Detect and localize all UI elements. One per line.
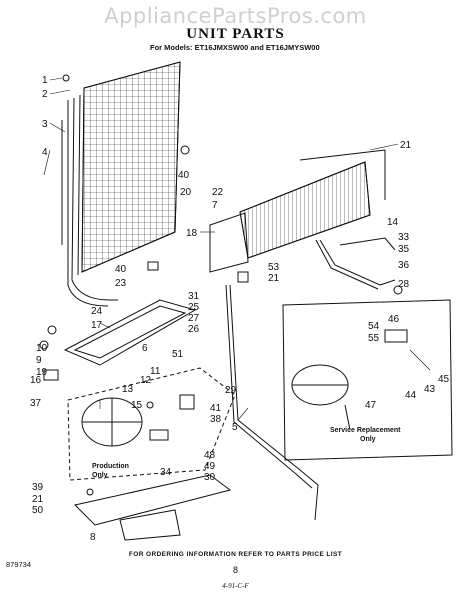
- service-replacement-label: Service Replacement: [330, 427, 401, 434]
- ordering-note: FOR ORDERING INFORMATION REFER TO PARTS …: [128, 551, 343, 558]
- callout: 26: [188, 324, 200, 335]
- small-parts: [39, 74, 403, 496]
- callout: 27: [188, 313, 200, 324]
- callout: 18: [186, 228, 198, 239]
- callout: 9: [36, 355, 42, 366]
- drain-pan: [63, 299, 197, 366]
- base-plate: [74, 474, 232, 541]
- callout: 33: [398, 232, 410, 243]
- callout: 36: [398, 260, 410, 271]
- callout: 13: [122, 384, 134, 395]
- page-number: 8: [232, 565, 238, 575]
- callout: 3: [42, 119, 48, 130]
- discharge-tube: [225, 284, 319, 521]
- callout: 29: [225, 385, 237, 396]
- callout: 21: [268, 273, 280, 284]
- callout: 22: [212, 187, 224, 198]
- evaporator-coil: [209, 149, 386, 273]
- models-subtitle: For Models: ET16JMXSW00 and ET16JMYSW00: [150, 43, 320, 52]
- document-number: 879734: [6, 560, 32, 569]
- callout: 21: [32, 494, 44, 505]
- print-code: 4-91-C-F: [222, 582, 249, 590]
- production-compressor-box: [67, 367, 236, 481]
- callout: 37: [30, 398, 42, 409]
- callout: 55: [368, 333, 380, 344]
- condenser-coil: [61, 61, 181, 307]
- callout: 39: [32, 482, 44, 493]
- callout: 47: [365, 400, 377, 411]
- service-replacement-label: Only: [360, 436, 376, 443]
- callout: 51: [172, 349, 184, 360]
- callout: 11: [150, 366, 161, 377]
- callout: 38: [210, 414, 222, 425]
- callout: 48: [204, 450, 216, 461]
- drain-tube: [315, 237, 396, 290]
- callout: 41: [210, 403, 222, 414]
- callout: 43: [424, 384, 436, 395]
- callout: 34: [160, 467, 172, 478]
- callout: 44: [405, 390, 417, 401]
- callout: 21: [400, 140, 412, 151]
- callout: 16: [30, 375, 42, 386]
- callout: 8: [90, 532, 96, 543]
- callout: 40: [115, 264, 127, 275]
- callout: 24: [91, 306, 103, 317]
- callout: 28: [398, 279, 410, 290]
- service-replacement-box: [282, 299, 453, 461]
- callout: 6: [142, 343, 148, 354]
- callout: 46: [388, 314, 400, 325]
- callout: 35: [398, 244, 410, 255]
- production-only-label: Only: [92, 472, 108, 479]
- callout: 10: [36, 343, 48, 354]
- callout: 12: [140, 375, 152, 386]
- callout: 53: [268, 262, 280, 273]
- callout: 40: [178, 170, 190, 181]
- callout: 5: [232, 422, 238, 433]
- page-title: UNIT PARTS: [186, 26, 285, 42]
- production-only-label: Production: [92, 463, 129, 470]
- callout: 23: [115, 278, 127, 289]
- callout: 15: [131, 400, 143, 411]
- watermark-text: AppliancePartsPros.com: [104, 4, 367, 28]
- callout: 25: [188, 302, 200, 313]
- callout: 19: [36, 367, 48, 378]
- callout-labels: 1 2 3 4 40 20 21 22 7 18 14 33 35 36 28 …: [30, 75, 450, 543]
- callout: 50: [32, 505, 44, 516]
- callout: 17: [91, 320, 103, 331]
- callout: 45: [438, 374, 450, 385]
- callout: 4: [42, 147, 48, 158]
- callout: 14: [387, 217, 399, 228]
- callout: 7: [212, 200, 218, 211]
- callout: 2: [42, 89, 48, 100]
- callout: 30: [204, 472, 216, 483]
- callout: 54: [368, 321, 380, 332]
- leader-lines: [43, 77, 431, 421]
- callout: 49: [204, 461, 216, 472]
- callout: 31: [188, 291, 200, 302]
- callout: 1: [42, 75, 48, 86]
- callout: 20: [180, 187, 192, 198]
